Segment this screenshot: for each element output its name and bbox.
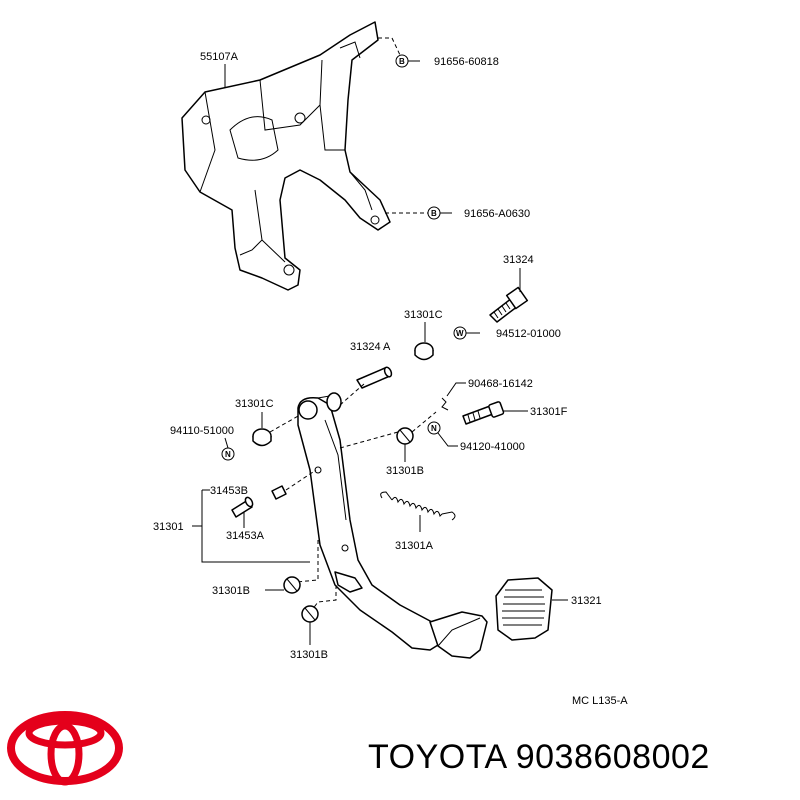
nut-left-lead xyxy=(224,437,229,449)
bushing-left xyxy=(252,428,272,447)
nut-symbol-letter: N xyxy=(225,450,231,459)
stop-31453a xyxy=(231,496,254,518)
washer-symbol-letter: W xyxy=(456,329,464,338)
bolt-right xyxy=(462,401,505,425)
bolt-axis-line xyxy=(411,411,437,433)
label-nut-left: 94110-51000 xyxy=(170,425,234,437)
bolt-symbol-letter: B xyxy=(399,57,405,66)
label-bolt-upper: 91656-60818 xyxy=(434,56,499,68)
bushing-mid xyxy=(396,427,414,445)
stop-axis-line-2 xyxy=(311,585,337,611)
label-pedal-assy: 31301 xyxy=(153,521,184,533)
bolt-upper-leader xyxy=(378,37,401,56)
label-bushing-top: 31301C xyxy=(404,309,443,321)
label-bolt-31324: 31324 xyxy=(503,254,534,266)
bushing-low2 xyxy=(301,605,319,623)
pivot-bolt xyxy=(489,286,529,323)
brand-caption: TOYOTA 9038608002 xyxy=(368,738,710,776)
collar-axis-line xyxy=(339,383,365,406)
label-nut-right: 94120-41000 xyxy=(460,441,525,453)
label-stop-b: 31453B xyxy=(210,485,248,497)
collar xyxy=(356,366,393,389)
label-stop-a: 31453A xyxy=(226,530,265,542)
clutch-pedal-arm xyxy=(297,392,488,659)
label-bushing-low1: 31301B xyxy=(212,585,250,597)
return-spring xyxy=(380,491,456,521)
bushing-top xyxy=(414,342,434,361)
pivot-axis-line-right xyxy=(339,431,399,449)
stop-31453b xyxy=(271,485,287,500)
toyota-logo-icon xyxy=(7,711,123,786)
pedal-pad xyxy=(495,577,553,641)
nut-left-symbol xyxy=(221,447,235,461)
label-clip: 90468-16142 xyxy=(468,378,533,390)
label-bushing-left: 31301C xyxy=(235,398,274,410)
clip-lead xyxy=(446,382,466,397)
label-bolt-right: 31301F xyxy=(530,406,568,418)
diagram-ref-code: MC L135-A xyxy=(572,695,628,707)
bolt-symbol-letter: B xyxy=(431,209,437,218)
pivot-axis-line xyxy=(269,414,301,433)
stop-axis-line xyxy=(295,540,319,583)
label-bolt-lower: 91656-A0630 xyxy=(464,208,530,220)
nut-right-lead xyxy=(437,432,458,447)
label-bracket: 55107A xyxy=(200,51,239,63)
clip-part xyxy=(441,397,449,411)
pedal-bracket xyxy=(181,21,391,291)
label-bushing-low2: 31301B xyxy=(290,649,328,661)
pedal-assy-bracket xyxy=(192,489,310,563)
nut-symbol-letter: N xyxy=(431,424,437,433)
bushing-low1 xyxy=(283,576,301,594)
stop-b-axis xyxy=(285,469,317,491)
label-spring: 31301A xyxy=(395,540,434,552)
label-pad: 31321 xyxy=(571,595,602,607)
nut-right-symbol xyxy=(427,421,441,435)
label-bushing-mid: 31301B xyxy=(386,465,424,477)
label-washer: 94512-01000 xyxy=(496,328,561,340)
label-collar: 31324 A xyxy=(350,341,391,353)
